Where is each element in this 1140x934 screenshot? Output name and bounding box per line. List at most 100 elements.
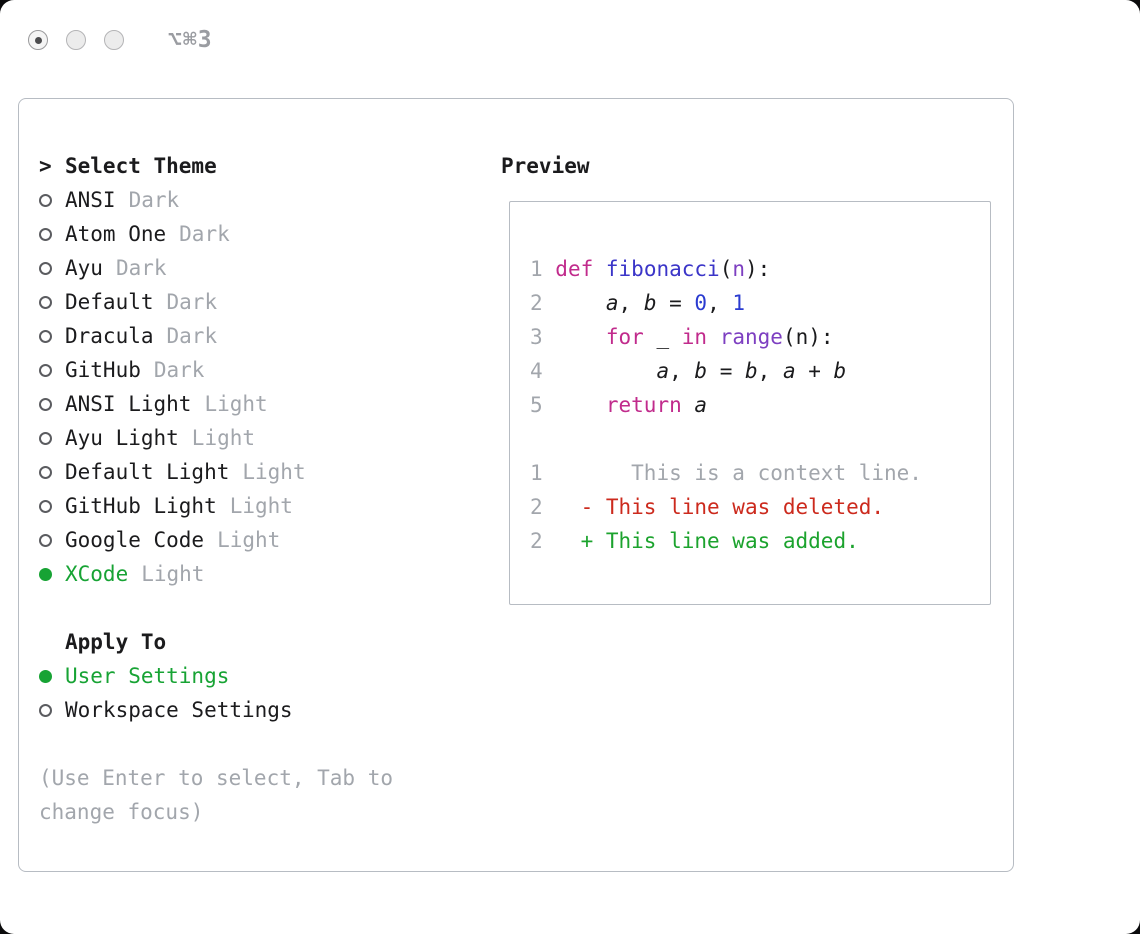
code-line: 5 return a: [530, 388, 922, 422]
apply-option-label: Workspace Settings: [65, 698, 293, 722]
code-token-p: ,: [618, 291, 644, 315]
radio-icon: [39, 465, 52, 479]
theme-variant: Dark: [166, 290, 218, 314]
code-token-kw: in: [681, 325, 708, 349]
prompt-icon: >: [39, 154, 52, 178]
theme-option-google-code[interactable]: Google Code Light: [39, 523, 393, 557]
radio-icon: [39, 397, 52, 411]
row-marker: [39, 261, 65, 275]
code-token-p: [555, 291, 606, 315]
code-line: [530, 422, 922, 456]
theme-variant: Light: [141, 562, 205, 586]
code-token-var: a: [694, 393, 708, 417]
apply-option-label: User Settings: [65, 664, 230, 688]
code-token-p: [593, 257, 606, 281]
code-line: 2 - This line was deleted.: [530, 490, 922, 524]
preview-title: Preview: [501, 154, 590, 178]
code-token-var: a: [605, 291, 619, 315]
code-token-p: (n):: [782, 325, 834, 349]
row-marker: [39, 295, 65, 309]
code-token-var: b: [643, 291, 657, 315]
line-number: 1: [530, 257, 556, 281]
theme-name: XCode: [65, 562, 129, 586]
code-token-var: a: [656, 359, 670, 383]
hint-line: (Use Enter to select, Tab to: [39, 766, 394, 790]
line-number: 3: [530, 325, 556, 349]
hint-line: change focus): [39, 800, 204, 824]
code-token-p: (: [719, 257, 733, 281]
code-token-ctx: This is a context line.: [555, 461, 922, 485]
code-token-var: b: [833, 359, 847, 383]
radio-icon: [39, 499, 52, 513]
window-button-3-icon[interactable]: [104, 30, 124, 50]
window-button-2-icon[interactable]: [66, 30, 86, 50]
line-number: [530, 427, 555, 451]
theme-name: Ayu Light: [65, 426, 179, 450]
radio-icon: [39, 703, 52, 717]
theme-variant: Light: [204, 392, 268, 416]
active-dot-icon: [34, 36, 42, 44]
theme-variant: Light: [242, 460, 306, 484]
code-line: 4 a, b = b, a + b: [530, 354, 922, 388]
row-marker: [39, 397, 65, 411]
code-token-kw: for: [605, 325, 644, 349]
code-token-p: +: [795, 359, 834, 383]
row-marker: [39, 533, 65, 547]
theme-option-xcode[interactable]: XCode Light: [39, 557, 393, 591]
code-token-kw: return: [605, 393, 682, 417]
code-token-p: ,: [669, 359, 695, 383]
theme-name: Google Code: [65, 528, 205, 552]
row-marker: [39, 431, 65, 445]
line-number: 4: [530, 359, 556, 383]
code-token-fn: fibonacci: [605, 257, 720, 281]
theme-name: GitHub Light: [65, 494, 217, 518]
code-token-p: [682, 393, 695, 417]
theme-name: Atom One: [65, 222, 167, 246]
line-number: 2: [530, 529, 556, 553]
row-marker: [39, 193, 65, 207]
code-token-p: =: [656, 291, 695, 315]
code-line: 3 for _ in range(n):: [530, 320, 922, 354]
code-token-p: ,: [707, 291, 733, 315]
line-number: 5: [530, 393, 556, 417]
radio-icon: [39, 261, 52, 275]
code-token-p: [644, 325, 657, 349]
window-button-1-icon[interactable]: [28, 30, 48, 50]
spacer: [39, 727, 393, 761]
apply-option-user-settings[interactable]: User Settings: [39, 659, 393, 693]
code-token-p: ,: [757, 359, 783, 383]
code-token-call: n: [732, 257, 745, 281]
line-number: 2: [530, 495, 556, 519]
row-marker: [39, 567, 65, 581]
code-token-p: [555, 393, 606, 417]
theme-name: ANSI Light: [65, 392, 192, 416]
code-token-p: ):: [745, 257, 771, 281]
code-token-p: [707, 325, 720, 349]
select-theme-header: > Select Theme: [39, 149, 393, 183]
radio-icon: [39, 295, 52, 309]
apply-option-workspace-settings[interactable]: Workspace Settings: [39, 693, 393, 727]
code-token-var: b: [745, 359, 758, 383]
code-token-del: - This line was deleted.: [555, 495, 885, 519]
code-token-var: a: [782, 359, 796, 383]
theme-variant: Light: [217, 528, 281, 552]
theme-variant: Dark: [153, 358, 205, 382]
code-token-add: + This line was added.: [555, 529, 859, 553]
line-number: 1: [530, 461, 556, 485]
code-token-p: [669, 325, 682, 349]
theme-option-ansi-light[interactable]: ANSI Light Light: [39, 387, 393, 421]
code-line: 1 This is a context line.: [530, 456, 922, 490]
code-token-var: _: [656, 325, 670, 349]
